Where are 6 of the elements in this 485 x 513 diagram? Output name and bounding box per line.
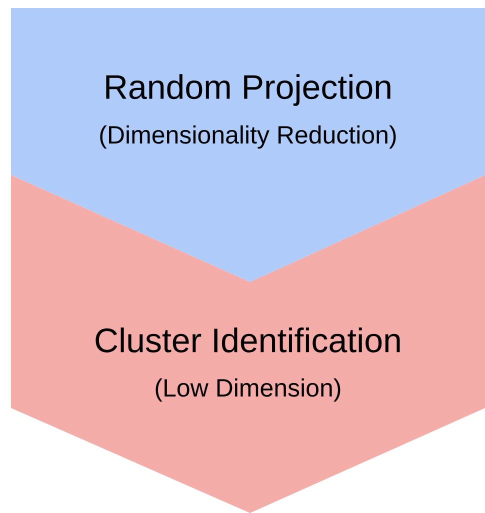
subtitle: (Low Dimension) bbox=[156, 378, 340, 402]
heading: Cluster Identification bbox=[96, 328, 400, 352]
chevron-band bbox=[11, 8, 485, 282]
subtitle: (Dimensionality Reduction) bbox=[100, 125, 396, 149]
chevron-band bbox=[11, 175, 485, 513]
heading: Random Projection bbox=[106, 74, 390, 106]
